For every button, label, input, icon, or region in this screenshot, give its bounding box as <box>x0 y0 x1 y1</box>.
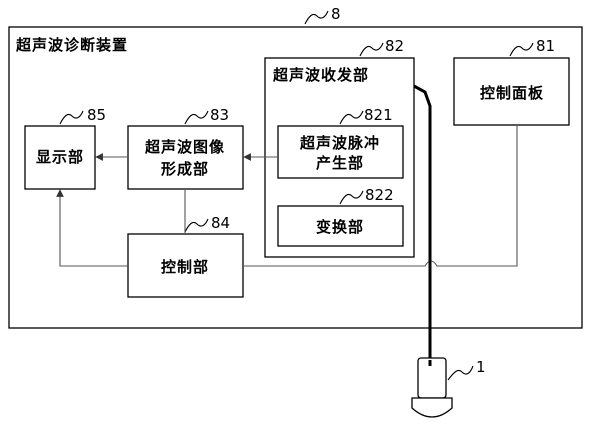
pulse-generator-line2: 产生部 <box>316 154 364 172</box>
probe-cable <box>413 84 432 360</box>
converter-label: 变换部 <box>316 218 364 236</box>
pulse-generator-ref: 821 <box>364 106 393 124</box>
controller-ref-leader <box>184 218 209 233</box>
image-former-ref: 83 <box>210 106 229 124</box>
converter-ref: 822 <box>365 186 394 204</box>
probe-body <box>417 357 447 399</box>
controller-label: 控制部 <box>161 258 209 276</box>
display-ref-leader <box>59 110 84 125</box>
control-panel-label: 控制面板 <box>480 84 544 102</box>
probe <box>411 357 453 418</box>
probe-ref-leader <box>447 365 474 381</box>
controller-box <box>127 233 244 298</box>
converter-box <box>277 205 404 247</box>
image-former-line2: 形成部 <box>161 160 209 178</box>
control-panel-box <box>453 57 570 126</box>
pulse-generator-ref-leader <box>339 110 364 125</box>
probe-head <box>411 397 453 418</box>
pulse-generator-line1: 超声波脉冲 <box>299 134 380 152</box>
control-panel-to-controller-link <box>243 125 518 267</box>
controller-ref: 84 <box>211 214 230 232</box>
transceiver-title: 超声波收发部 <box>272 66 369 84</box>
controller-to-display-arrow <box>56 189 128 267</box>
display-box <box>24 125 96 190</box>
converter-ref-leader <box>339 190 364 205</box>
image-former-box <box>127 125 244 190</box>
image-former-ref-leader <box>184 110 209 125</box>
device-ref: 8 <box>331 5 341 23</box>
display-ref: 85 <box>87 106 106 124</box>
probe-ref: 1 <box>476 358 486 376</box>
control-panel-ref: 81 <box>536 37 555 55</box>
transceiver-ref: 82 <box>385 37 404 55</box>
image-former-line1: 超声波图像 <box>144 138 225 156</box>
device-ref-leader <box>304 10 329 25</box>
control-panel-ref-leader <box>509 42 534 57</box>
device-title: 超声波诊断装置 <box>15 36 128 54</box>
pulse-generator-box <box>277 125 404 179</box>
display-label: 显示部 <box>36 148 84 166</box>
transceiver-ref-leader <box>359 42 384 57</box>
